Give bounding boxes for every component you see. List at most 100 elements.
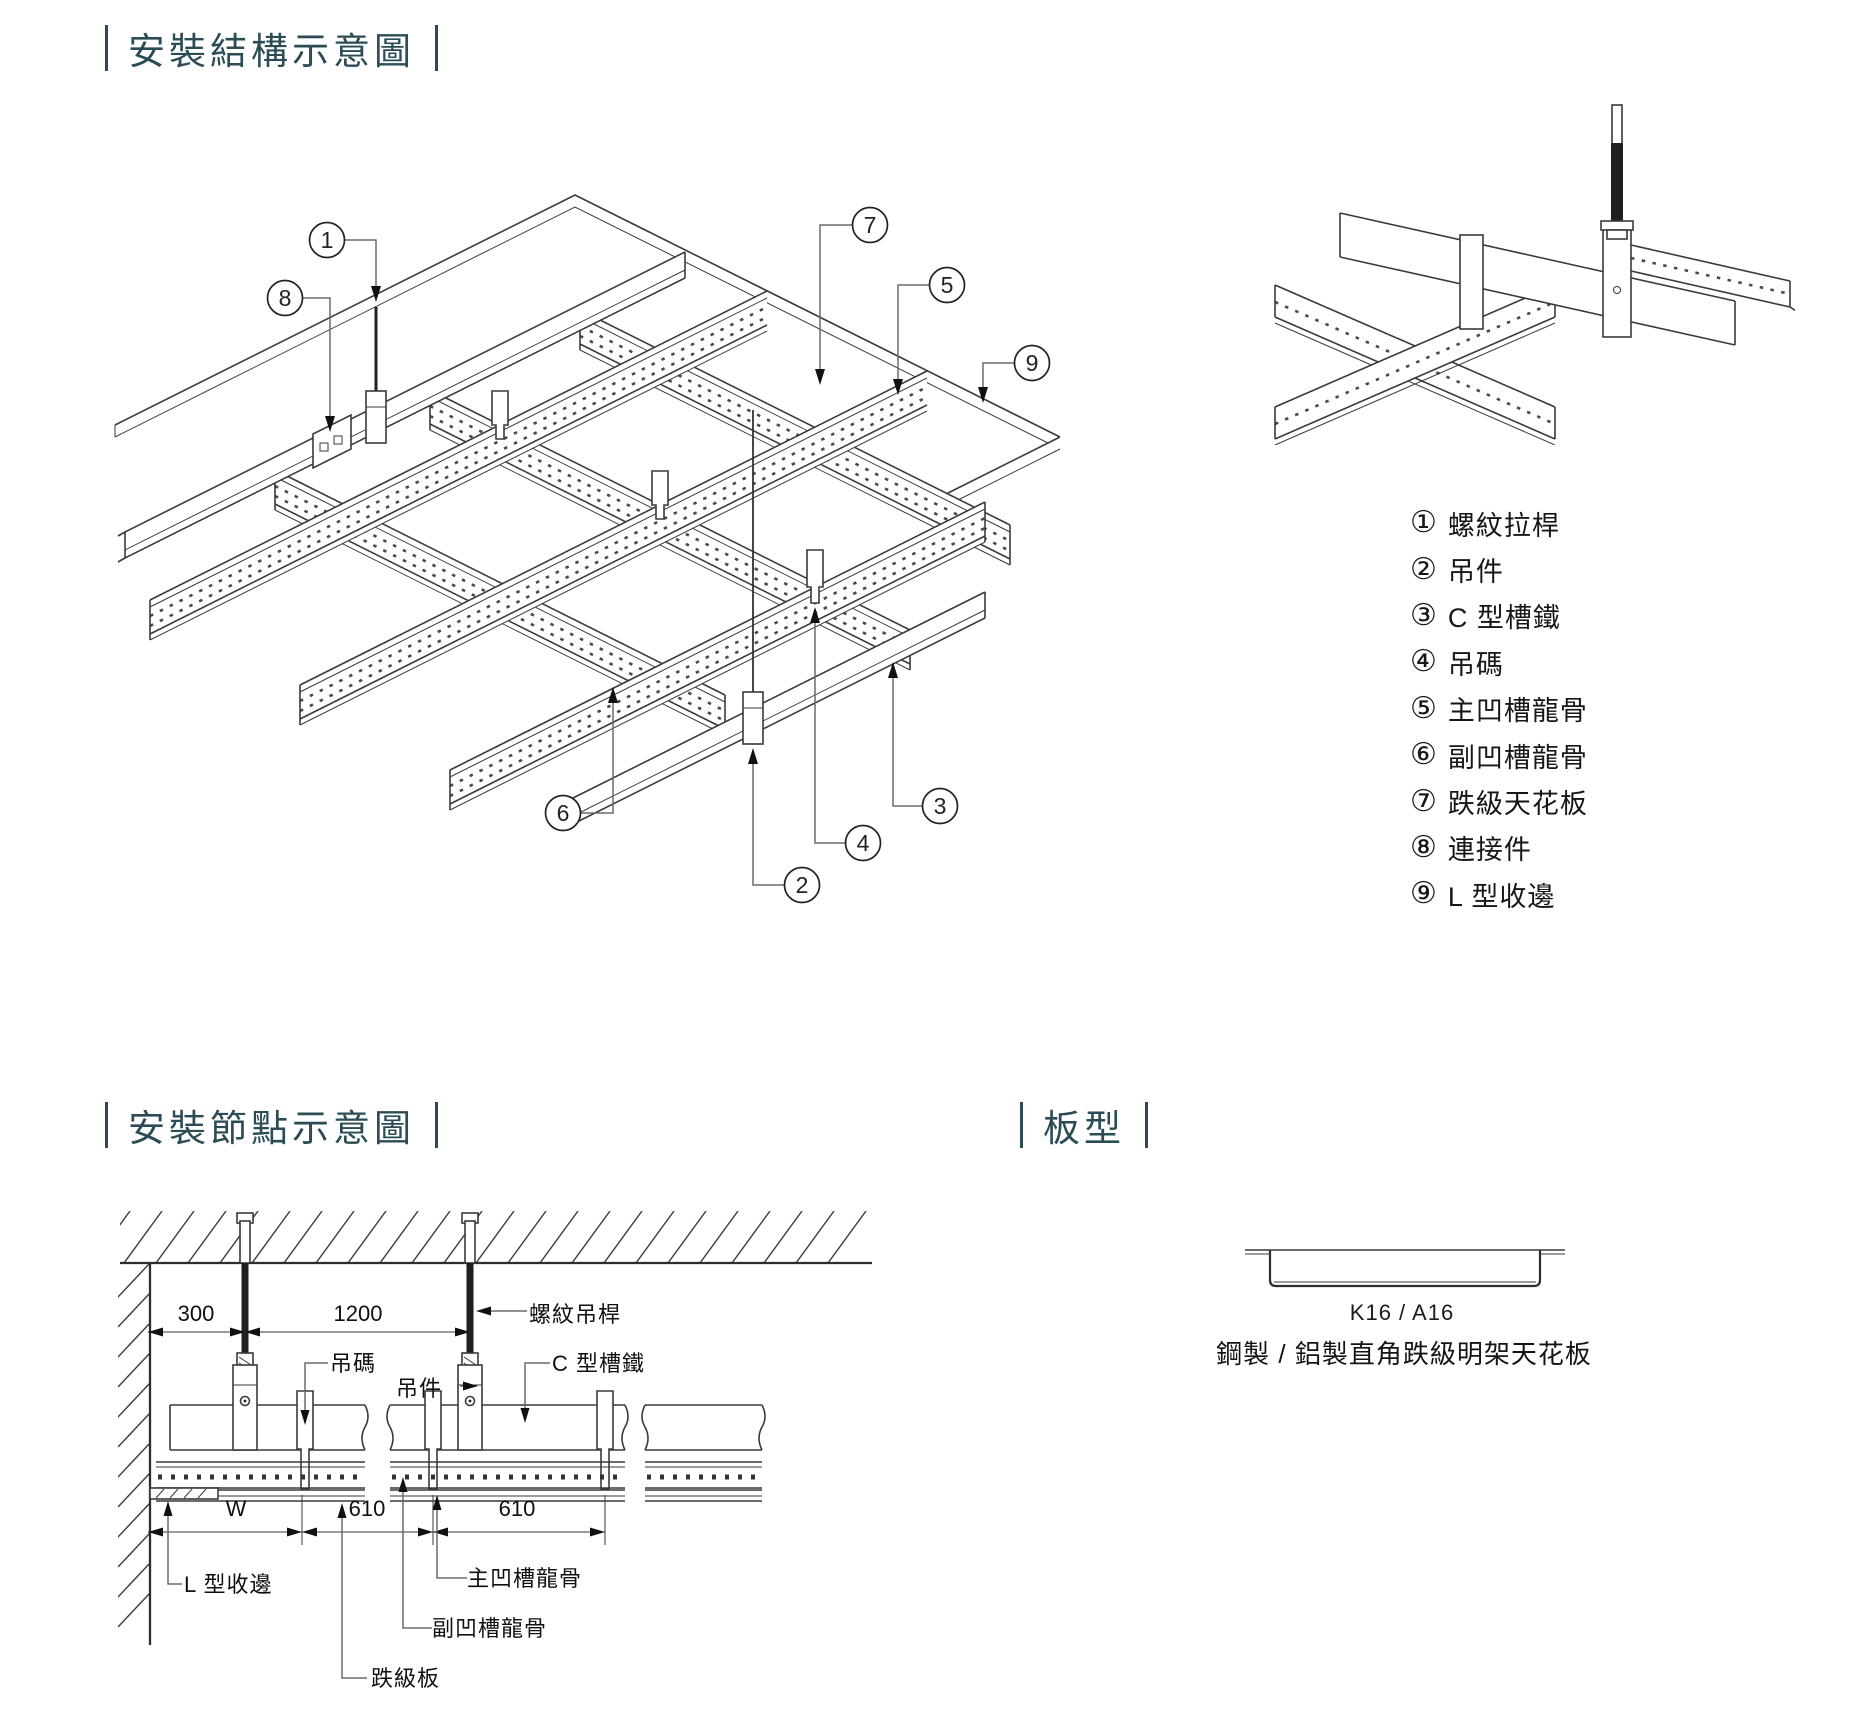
- structure-section-title: 安裝結構示意圖: [105, 21, 438, 75]
- legend-item: ④ 吊碼: [1410, 639, 1588, 685]
- c-channel-upper: [117, 251, 686, 563]
- hang-code-clips: [296, 1390, 614, 1490]
- keel-and-panel: [149, 1461, 762, 1502]
- svg-text:5: 5: [941, 272, 954, 298]
- main-keels: [149, 290, 986, 811]
- main-keel: [149, 290, 768, 641]
- legend-num: ⑦: [1410, 784, 1437, 818]
- legend-item: ⑥ 副凹槽龍骨: [1410, 732, 1588, 778]
- main-keel: [299, 370, 928, 726]
- legend-item: ⑦ 跌級天花板: [1410, 778, 1588, 824]
- dim-top: [148, 1327, 470, 1337]
- svg-text:2: 2: [796, 872, 809, 898]
- legend-item: ⑧ 連接件: [1410, 825, 1588, 871]
- dim-300: 300: [177, 1301, 215, 1326]
- label-hang-code: 吊碼: [330, 1351, 377, 1376]
- ceiling-hatch: [120, 1211, 867, 1263]
- legend-num: ③: [1410, 598, 1437, 632]
- svg-text:8: 8: [279, 285, 292, 311]
- callout-3: 3: [921, 787, 959, 825]
- svg-text:4: 4: [857, 830, 870, 856]
- legend-label: L 型收邊: [1447, 881, 1556, 912]
- legend-item: ⑨ L 型收邊: [1410, 871, 1588, 917]
- c-channel-lower: [564, 591, 986, 829]
- wall-angle: [149, 1487, 219, 1500]
- legend-num: ⑤: [1410, 691, 1437, 725]
- keel-clips: [491, 390, 824, 604]
- hanger-rod-2: [742, 410, 764, 745]
- panel-section-title: 板型: [1020, 1098, 1148, 1152]
- dim-w: W: [225, 1496, 247, 1521]
- dim-bottom: [148, 1495, 606, 1545]
- legend-num: ⑨: [1410, 877, 1437, 911]
- callout-9: 9: [1013, 344, 1051, 382]
- node-leaders: [163, 1306, 550, 1679]
- svg-text:6: 6: [557, 800, 570, 826]
- legend-item: ③ C 型槽鐵: [1410, 593, 1588, 639]
- callout-5: 5: [928, 266, 966, 304]
- structure-title-text: 安裝結構示意圖: [128, 31, 415, 72]
- legend-item: ② 吊件: [1410, 546, 1588, 592]
- hanger-boxes: [232, 1364, 483, 1451]
- connector-plate: [312, 413, 352, 470]
- legend-label: 副凹槽龍骨: [1447, 742, 1588, 773]
- dim-610-a: 610: [348, 1496, 386, 1521]
- title-bar-right: [1145, 1102, 1148, 1148]
- svg-text:7: 7: [864, 212, 877, 238]
- dim-610-b: 610: [498, 1496, 536, 1521]
- legend-num: ⑥: [1410, 738, 1437, 772]
- detail-cross-keels: [1274, 284, 1556, 445]
- legend-label: C 型槽鐵: [1447, 603, 1561, 634]
- svg-text:3: 3: [934, 793, 947, 819]
- node-diagram: [118, 1211, 872, 1679]
- callout-4: 4: [844, 824, 882, 862]
- legend-label: 吊碼: [1447, 649, 1504, 680]
- structure-diagram: 1 8 7 5 9 6 4 2 3: [114, 194, 1061, 904]
- hanger-rod-1: [365, 307, 387, 444]
- label-step-panel: 跌級板: [371, 1666, 441, 1691]
- joint-detail-diagram: [1274, 104, 1795, 445]
- svg-text:9: 9: [1026, 350, 1039, 376]
- label-sub-keel: 副凹槽龍骨: [432, 1616, 548, 1641]
- title-bar-left: [1020, 1102, 1023, 1148]
- node-section-title: 安裝節點示意圖: [105, 1098, 438, 1152]
- panel-title-text: 板型: [1043, 1108, 1125, 1149]
- callouts: 1 8 7 5 9 6 4 2 3: [266, 206, 1051, 904]
- title-bar-right: [435, 25, 438, 71]
- label-l-trim: L 型收邊: [184, 1572, 273, 1597]
- title-bar-left: [105, 25, 108, 71]
- detail-main-beam: [1339, 212, 1736, 346]
- label-threaded-rod: 螺紋吊桿: [529, 1302, 622, 1327]
- callout-7: 7: [851, 206, 889, 244]
- callout-1: 1: [308, 221, 346, 259]
- legend-item: ⑤ 主凹槽龍骨: [1410, 686, 1588, 732]
- wall-hatch: [118, 1263, 150, 1628]
- panel-model: K16 / A16: [1349, 1300, 1455, 1325]
- legend-label: 螺紋拉桿: [1447, 510, 1560, 541]
- detail-hanger: [1600, 104, 1634, 338]
- legend-num: ①: [1410, 506, 1437, 540]
- legend-num: ⑧: [1410, 830, 1437, 864]
- detail-side-channel: [1630, 244, 1795, 312]
- node-title-text: 安裝節點示意圖: [128, 1108, 415, 1149]
- title-bar-left: [105, 1102, 108, 1148]
- legend-num: ④: [1410, 645, 1437, 679]
- label-main-keel: 主凹槽龍骨: [467, 1566, 583, 1591]
- legend-label: 主凹槽龍骨: [1447, 696, 1588, 727]
- callout-2: 2: [783, 866, 821, 904]
- legend-label: 吊件: [1447, 557, 1504, 588]
- callout-6: 6: [544, 794, 582, 832]
- callout-leaders: [302, 224, 1015, 886]
- legend: ① 螺紋拉桿 ② 吊件 ③ C 型槽鐵 ④ 吊碼 ⑤ 主凹槽龍骨 ⑥ 副凹槽龍骨 ⑦ 跌級天花…: [1410, 500, 1588, 918]
- legend-num: ②: [1410, 552, 1437, 586]
- legend-label: 連接件: [1447, 835, 1532, 866]
- legend-label: 跌級天花板: [1447, 789, 1588, 820]
- svg-text:1: 1: [321, 227, 334, 253]
- dim-1200: 1200: [333, 1301, 383, 1326]
- legend-item: ① 螺紋拉桿: [1410, 500, 1588, 546]
- panel-description: 鋼製 / 鋁製直角跌級明架天花板: [1216, 1339, 1592, 1369]
- label-hanger: 吊件: [396, 1376, 443, 1401]
- panel-profile-diagram: [1245, 1249, 1565, 1288]
- main-keel: [449, 501, 986, 811]
